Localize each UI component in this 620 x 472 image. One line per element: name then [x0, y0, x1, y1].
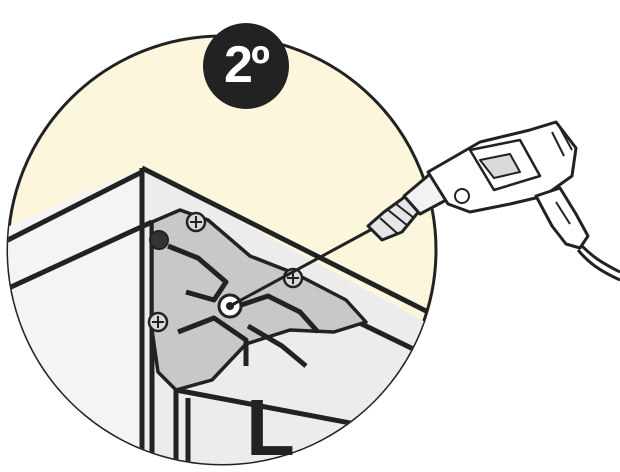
screw-top [187, 213, 205, 231]
step-number-badge: 2º [203, 23, 289, 109]
step-number-label: 2º [224, 39, 268, 91]
screw-left [149, 313, 167, 331]
part-letter-label: L [246, 388, 295, 468]
screw-dark [150, 231, 168, 249]
